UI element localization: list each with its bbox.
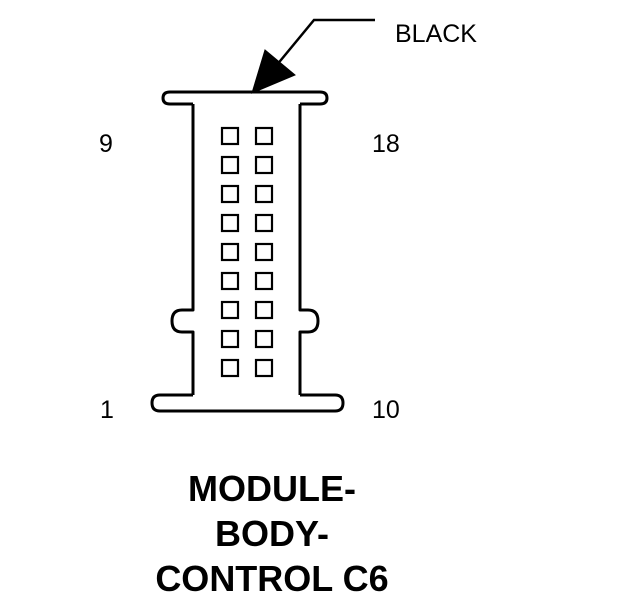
- right-side-latch: [298, 104, 320, 395]
- leader-line: [275, 18, 375, 67]
- pin-cavity: [254, 242, 274, 262]
- pin-cavity: [254, 184, 274, 204]
- pin-cavity: [254, 300, 274, 320]
- pin-cavity: [220, 126, 240, 146]
- pin-label-bottom-left: 1: [100, 396, 114, 424]
- pin-cavity: [254, 126, 274, 146]
- pin-cavity: [254, 213, 274, 233]
- top-flange: [161, 90, 329, 106]
- pin-cavity: [254, 358, 274, 378]
- pin-cavity: [220, 213, 240, 233]
- pin-cavity: [220, 358, 240, 378]
- pin-cavity: [220, 300, 240, 320]
- pin-cavity: [220, 271, 240, 291]
- bottom-flange: [150, 393, 345, 413]
- connector-title: MODULE- BODY- CONTROL C6: [112, 466, 432, 601]
- pin-cavity: [254, 329, 274, 349]
- title-line-3: CONTROL C6: [155, 558, 389, 599]
- title-line-1: MODULE-: [188, 468, 356, 509]
- pin-cavity: [220, 242, 240, 262]
- pin-cavity: [220, 155, 240, 175]
- pin-cavity: [220, 329, 240, 349]
- leader-arrowhead: [251, 49, 296, 94]
- pin-label-top-left: 9: [99, 130, 113, 158]
- pin-label-top-right: 18: [372, 130, 400, 158]
- left-side-latch: [170, 104, 195, 395]
- pin-cavity: [220, 184, 240, 204]
- pin-label-bottom-right: 10: [372, 396, 400, 424]
- wire-color-label: BLACK: [395, 20, 477, 48]
- pin-cavity: [254, 155, 274, 175]
- pin-cavities: [220, 126, 274, 378]
- title-line-2: BODY-: [214, 513, 329, 554]
- pin-cavity: [254, 271, 274, 291]
- connector-body: [150, 90, 345, 413]
